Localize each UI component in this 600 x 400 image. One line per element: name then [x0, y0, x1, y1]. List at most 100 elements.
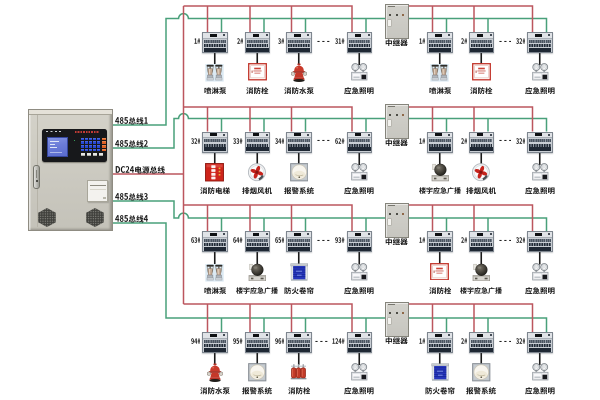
repeater-nameplate [387, 6, 395, 8]
speaker-grille-left [38, 208, 56, 227]
keypad-key[interactable] [84, 148, 88, 152]
label-text-svg [284, 287, 314, 295]
keypad-key[interactable] [84, 145, 88, 148]
smoke-detector-art [472, 363, 491, 382]
glyph-stroke [278, 38, 281, 45]
glyph-stroke [207, 187, 215, 195]
glyph-stroke [125, 166, 130, 173]
icon-shape [207, 74, 214, 79]
glyph-stroke [532, 87, 540, 95]
keypad-key[interactable] [92, 137, 96, 141]
module-number-label [191, 237, 201, 244]
keypad-key[interactable] [96, 141, 100, 144]
emergency-light-art [351, 163, 368, 181]
function-key[interactable] [101, 145, 106, 148]
glyph-stroke [463, 38, 467, 44]
function-keys[interactable] [101, 137, 107, 152]
menu-key[interactable] [92, 153, 98, 157]
glyph-stroke [519, 338, 522, 344]
io-module [286, 332, 312, 353]
glyph-stroke [281, 237, 285, 243]
keypad-key[interactable] [84, 137, 88, 141]
module-terminal-row-upper [288, 238, 310, 242]
io-module [527, 131, 553, 153]
cabinet-lock[interactable] [33, 165, 40, 189]
icon-shape [475, 263, 488, 276]
glyph-stroke [157, 166, 165, 174]
icon-shape [362, 269, 365, 272]
keypad-key[interactable] [88, 145, 92, 148]
icon-shape [209, 365, 220, 372]
glyph-stroke [233, 137, 237, 144]
keypad-key[interactable] [96, 148, 100, 152]
glyph-stroke [124, 193, 129, 200]
glyph-stroke [547, 187, 555, 195]
glyph-stroke [508, 340, 511, 342]
icon-shape [542, 69, 545, 73]
label-text-svg [344, 287, 374, 295]
icon-shape [352, 373, 362, 380]
function-key[interactable] [101, 137, 106, 141]
module-terminal-row-lower [429, 243, 451, 247]
keypad-key[interactable] [88, 137, 92, 141]
function-key[interactable] [101, 148, 106, 152]
module-terminal-row-lower [470, 344, 492, 348]
module-display-window [476, 232, 483, 236]
glyph-stroke [128, 117, 136, 125]
keypad-key[interactable] [81, 141, 84, 144]
keypad-key[interactable] [92, 145, 96, 148]
icon-shape [293, 79, 305, 82]
keypad-key[interactable] [81, 145, 84, 148]
module-terminal-row-lower [529, 44, 551, 48]
icon-shape [256, 376, 259, 378]
icon-shape [533, 176, 541, 178]
menu-key[interactable] [98, 153, 104, 157]
module-indicator [223, 334, 226, 336]
glyph-stroke [243, 287, 250, 295]
keypad-key[interactable] [92, 141, 96, 144]
icon-shape [215, 264, 223, 267]
smoke-detector-icon [289, 163, 309, 182]
glyph-stroke [233, 338, 237, 345]
keypad[interactable] [81, 137, 101, 152]
keypad-key[interactable] [96, 145, 100, 148]
menu-key[interactable] [86, 153, 92, 157]
menu-keys[interactable] [80, 153, 105, 157]
glyph-stroke [136, 215, 144, 223]
label-text-svg [283, 87, 314, 95]
printer-button[interactable] [103, 196, 106, 199]
lcd-text-line [50, 140, 59, 142]
keypad-key[interactable] [96, 137, 100, 141]
keypad-key[interactable] [84, 141, 88, 144]
icon-shape [533, 376, 541, 378]
menu-key[interactable] [80, 153, 85, 157]
icon-shape [215, 64, 223, 67]
keypad-key[interactable] [88, 148, 92, 152]
lcd-text-line [50, 143, 55, 145]
keypad-key[interactable] [81, 148, 84, 152]
module-terminal-row-lower [470, 143, 492, 147]
icon-shape [445, 365, 449, 380]
icon-shape [473, 275, 490, 277]
keypad-key[interactable] [88, 141, 92, 144]
io-module [202, 131, 228, 153]
icon-shape [431, 64, 440, 67]
glyph-stroke [207, 387, 215, 395]
label-text-svg [199, 187, 230, 195]
label-text-svg [335, 237, 345, 244]
icon-shape [295, 66, 298, 69]
glyph-stroke [485, 87, 493, 95]
function-key[interactable] [101, 141, 106, 144]
module-terminal-row-upper [204, 139, 226, 143]
icon-shape [354, 169, 357, 173]
glyph-stroke [359, 187, 367, 195]
glyph-stroke [327, 140, 330, 142]
icon-shape [211, 176, 216, 180]
icon-shape [218, 170, 221, 173]
label-text-svg [115, 166, 165, 174]
glyph-stroke [246, 87, 254, 95]
keypad-key[interactable] [92, 148, 96, 152]
icon-shape [297, 63, 301, 66]
keypad-key[interactable] [81, 137, 84, 141]
label-text-svg [317, 239, 330, 241]
